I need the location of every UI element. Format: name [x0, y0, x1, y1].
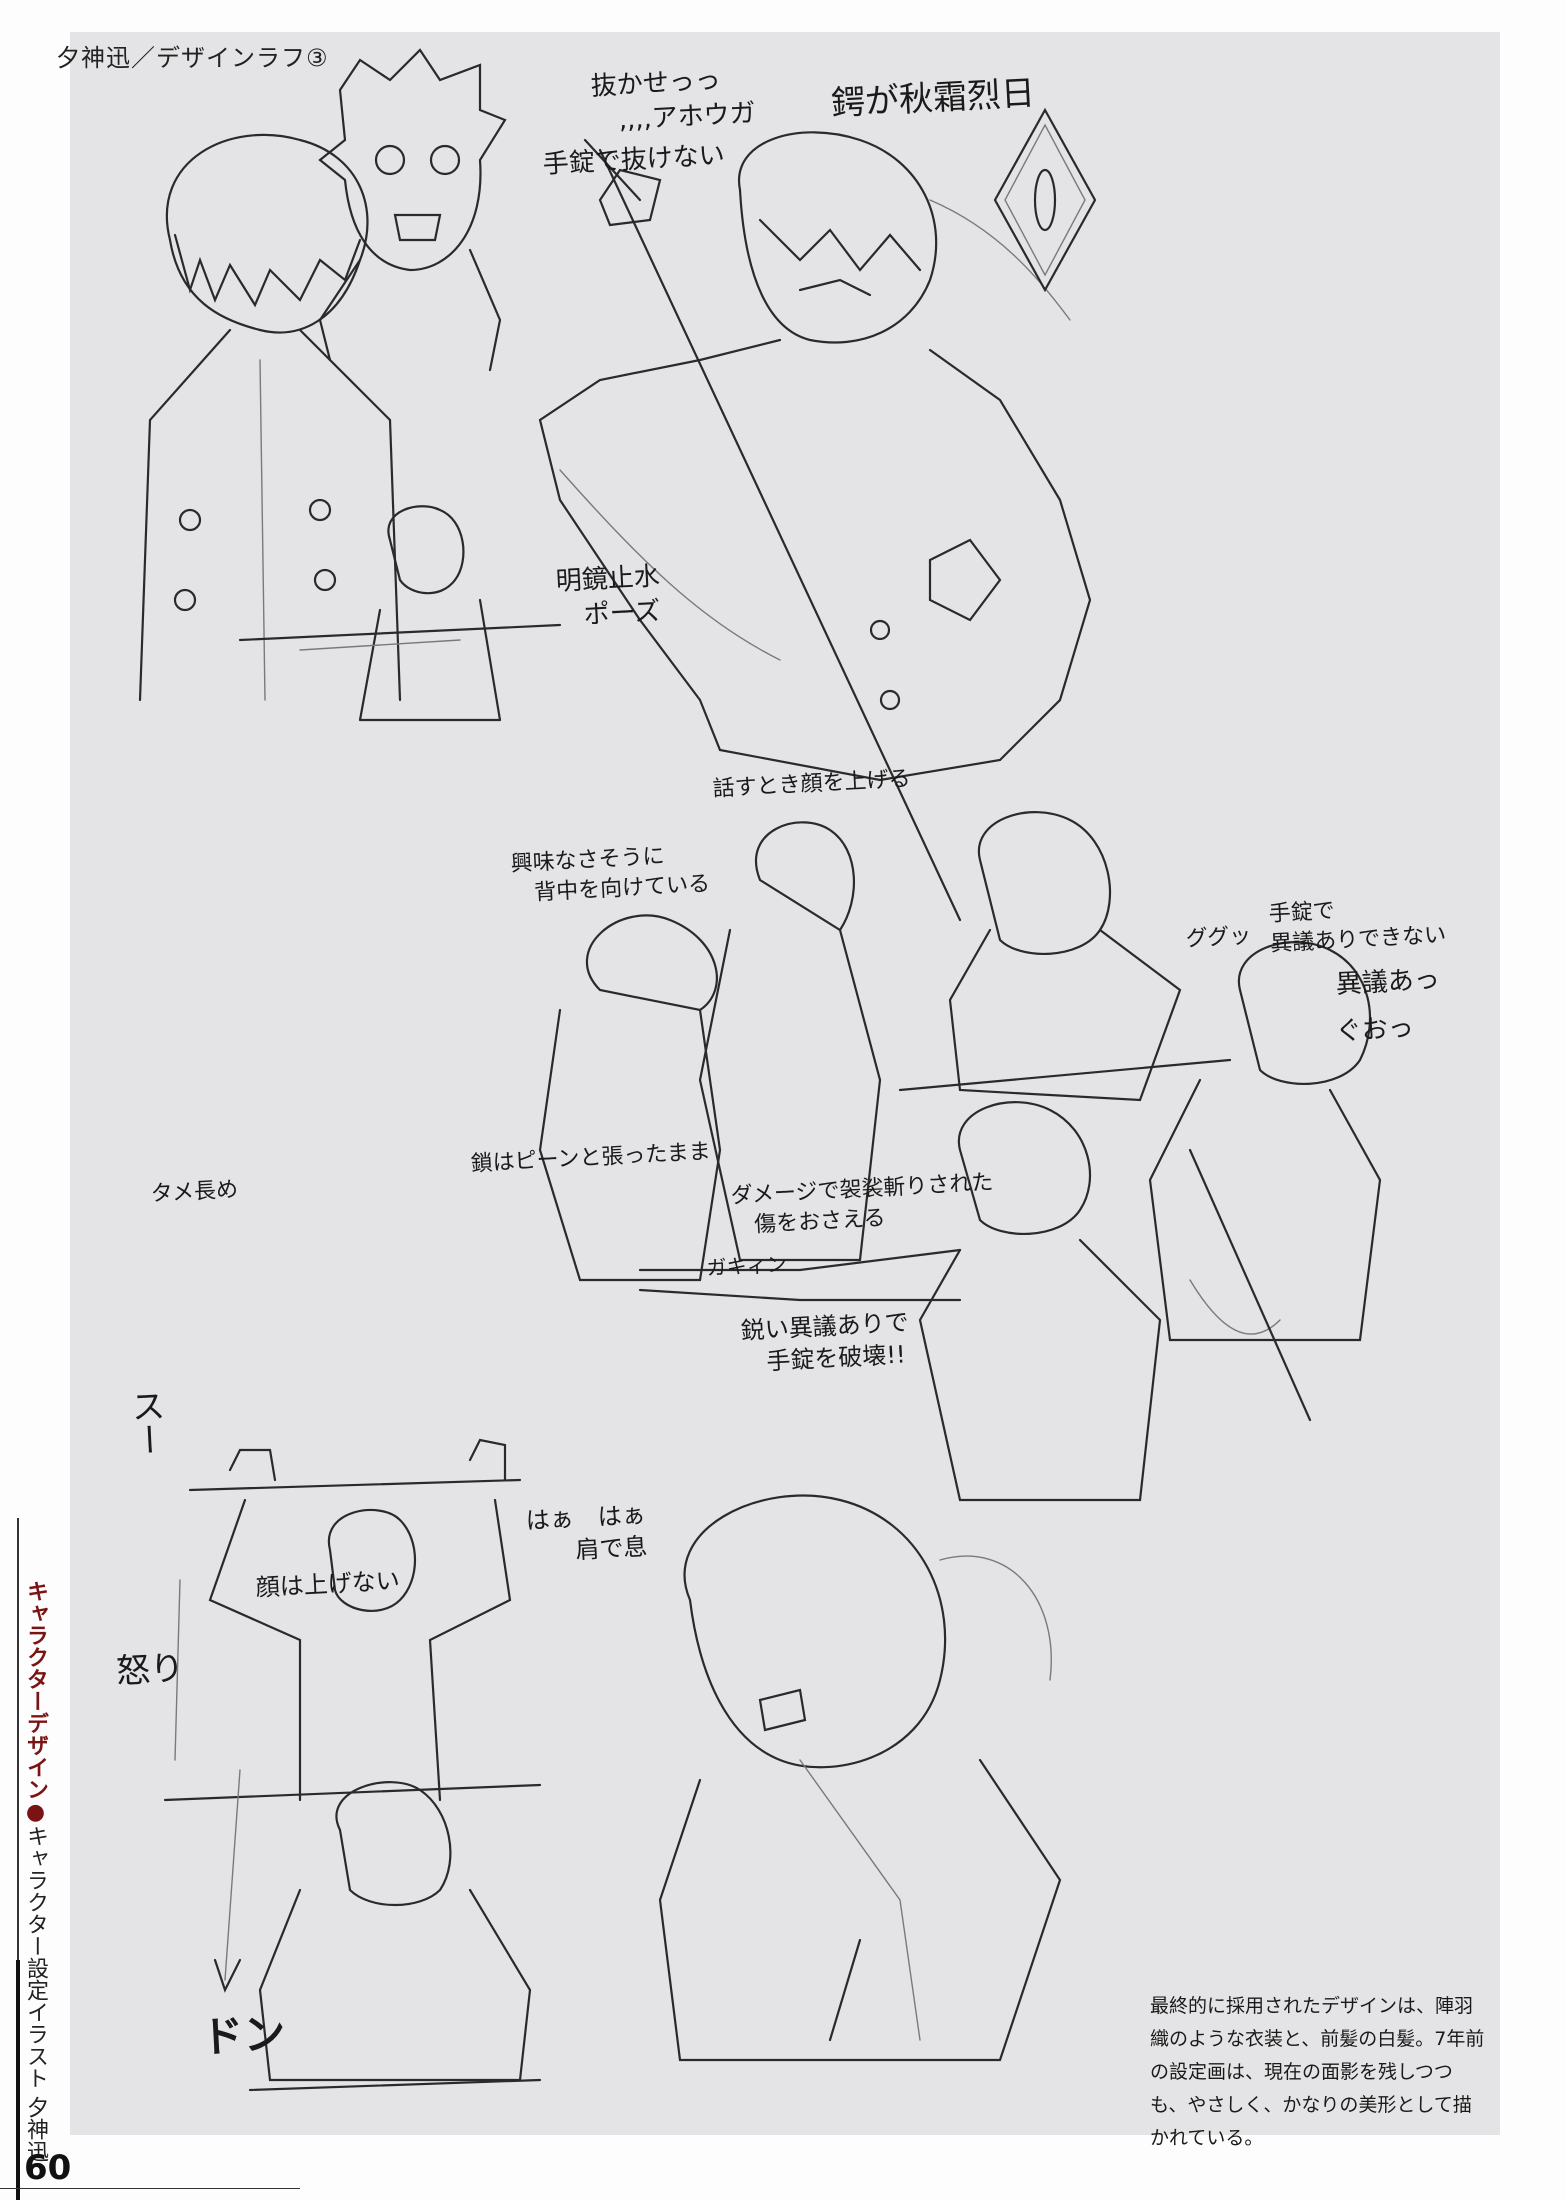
sketch-meikyo-pose: [238, 505, 562, 722]
footer-rule: [0, 2188, 300, 2189]
sidebar-rule: [17, 1518, 19, 2200]
sketch-pointing-figure: [638, 1101, 1281, 1502]
sketch-arms-up-figure: [163, 1438, 542, 1802]
annotation-surudoi: 鋭い異議ありで 手錠を破壊!!: [740, 1308, 910, 1378]
sketch-shout-figure: [1148, 941, 1382, 1422]
sidebar-rule-bold: [16, 1960, 20, 2200]
annotation-nukase: 抜かせっっ ,,,,アホウガ: [590, 65, 757, 138]
artwork-panel: [70, 32, 1500, 2135]
page-title: 夕神迅／デザインラフ③: [56, 44, 329, 72]
caption-text: 最終的に採用されたデザインは、陣羽織のような衣装と、前髪の白髪。7年前の設定画は…: [1150, 1995, 1485, 2149]
annotation-tame: タメ長め: [150, 1177, 239, 1207]
annotation-suu: スー: [123, 1387, 168, 1458]
sketch-bust-smirk: [138, 133, 402, 702]
annotation-ikari: 怒り: [115, 1648, 186, 1692]
annotation-meikyo: 明鏡止水 ポーズ: [555, 561, 662, 633]
annotation-tejou-igi: 手錠で 異議ありできない: [1268, 898, 1447, 957]
sketch-wounded-figure: [658, 1494, 1062, 2062]
sketch-leaning-figure: [898, 811, 1232, 1102]
annotation-don: ドン: [200, 2008, 287, 2062]
annotation-igiari: 異議あっ: [1335, 964, 1441, 1000]
annotation-kyoumi: 興味なさそうに 背中を向けている: [510, 843, 711, 907]
sketch-back-views: [538, 821, 882, 1282]
annotation-gugu: ググッ: [1185, 923, 1252, 952]
annotation-haa: はぁ はぁ 肩で息: [525, 1500, 649, 1568]
sketch-head-down-figure: [213, 1769, 542, 2092]
sketch-bust-shocked: [318, 48, 507, 372]
annotation-gakiin: ガキィン: [706, 1251, 788, 1280]
bullet-icon: ●: [23, 1800, 48, 1825]
page-number: 60: [24, 2148, 72, 2188]
sketch-crest-diamond: [993, 107, 1097, 293]
annotation-guo: ぐおっ: [1335, 1012, 1415, 1047]
sketch-sword-figure: [538, 131, 1092, 922]
sidebar-category: キャラクターデザイン: [23, 1580, 48, 1800]
sidebar-section: キャラクター設定イラスト 夕神迅: [23, 1825, 48, 2162]
sidebar-label: キャラクターデザイン●キャラクター設定イラスト 夕神迅: [22, 1580, 48, 2162]
